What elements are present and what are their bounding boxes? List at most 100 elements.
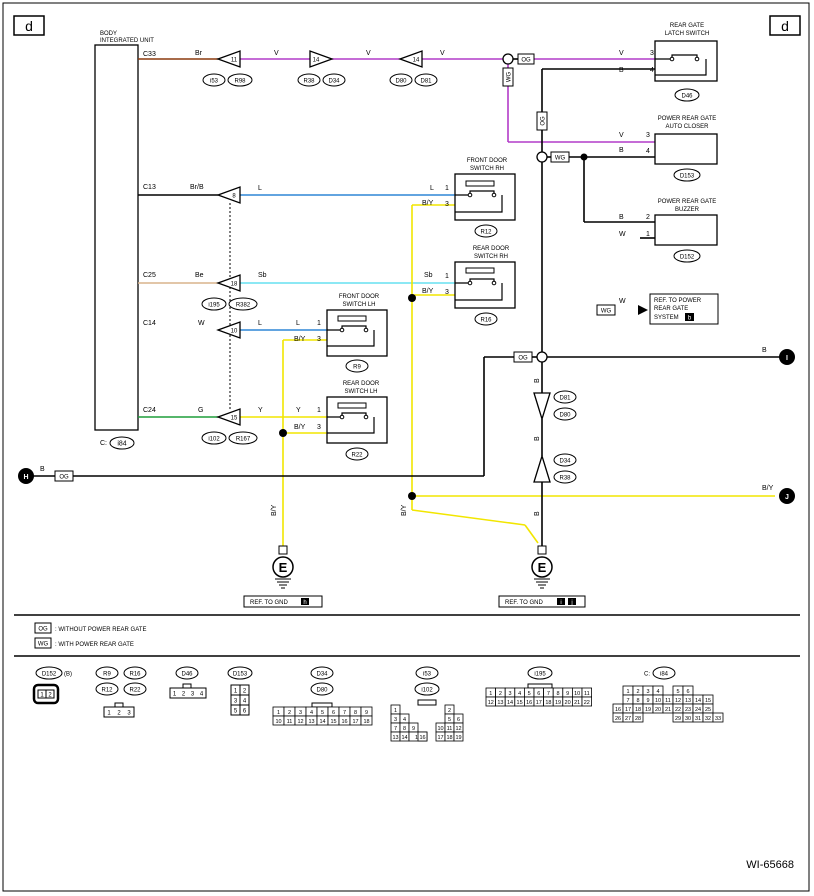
cv-d46-pin-1: 1 [173, 692, 177, 698]
cv-i195-pin-18: 18 [545, 700, 551, 706]
front-lh-title-2: SWITCH LH [343, 302, 376, 308]
ref-to-power-block: WG W REF. TO POWER REAR GATE SYSTEM b [596, 293, 719, 325]
cv-d34-id: D34 [316, 672, 328, 678]
cv-d153-pin-1: 1 [234, 689, 238, 695]
wire-label-l-frontrh: L [430, 185, 434, 192]
wire-label-by-mid-v: B/Y [401, 504, 408, 516]
cv-i195-pin-7: 7 [547, 691, 550, 697]
cv-i84-pin-12: 12 [675, 698, 681, 704]
connector-views: D152 (B) 1 2 R9 R16 R12 R22 1 2 3 D46 1 … [32, 666, 724, 742]
buzzer-title-2: BUZZER [675, 207, 700, 213]
cv-d153-pin-3: 3 [234, 699, 238, 705]
buzzer-title-1: POWER REAR GATE [658, 199, 717, 205]
buzzer-pin-1: 1 [646, 231, 650, 238]
cv-i53-pin-3: 3 [394, 717, 397, 723]
ground-left-letter: E [279, 560, 288, 575]
wire-label-sb1: Sb [258, 272, 267, 279]
wire-label-b-h: B [40, 466, 45, 473]
auto-closer: POWER REAR GATE AUTO CLOSER 3 4 D153 [646, 116, 718, 182]
wire-label-b-closer: B [619, 147, 624, 154]
cv-d34-pin-8: 8 [354, 710, 357, 716]
rear-rh-title-1: REAR DOOR [473, 246, 510, 252]
cv-i84-pin-10: 10 [655, 698, 661, 704]
cv-i195-pin-2: 2 [499, 691, 502, 697]
inline-pin-10: 10 [231, 329, 238, 335]
ground-right: E REF. TO GND i j [498, 545, 586, 608]
cv-d34-pin-12: 12 [297, 719, 303, 725]
cv-i84-pin-22: 22 [675, 707, 681, 713]
cv-i84-pin-31: 31 [695, 716, 701, 722]
wire-label-by-j: B/Y [762, 485, 774, 492]
cv-i195-pin-9: 9 [566, 691, 569, 697]
cv-d153-pin-4: 4 [243, 699, 247, 705]
inline-conn-d81 [533, 392, 551, 422]
conn-id-r167: R167 [236, 437, 251, 443]
cv-d46-id: D46 [181, 672, 193, 678]
rear-rh-id: R16 [480, 318, 492, 324]
pin-c14: C14 [143, 320, 156, 327]
og-tag-4: OG [59, 475, 69, 481]
cv-i53-pin-4: 4 [403, 717, 406, 723]
cv-d34-pin-2: 2 [288, 710, 291, 716]
cv-i53-pin-16: 16 [419, 735, 425, 741]
cv-i84-pin-24: 24 [695, 707, 701, 713]
ground-right-box-2: j [570, 600, 572, 606]
cv-i53-pin-12: 12 [455, 726, 461, 732]
figure-code: WI-65668 [746, 859, 794, 871]
cv-i84-pin-18: 18 [635, 707, 641, 713]
option-tags: OG WG OG WG OG OG [54, 53, 570, 482]
wire-label-l-row4: L [258, 320, 262, 327]
latch-pin-3: 3 [650, 50, 654, 57]
inline-conn-14a [309, 50, 334, 68]
buzzer-id: D152 [680, 255, 695, 261]
cv-i84-pin-16: 16 [615, 707, 621, 713]
ground-right-box-1: i [560, 600, 561, 606]
legend-og-tag: OG [38, 627, 48, 633]
inline-pin-18: 18 [231, 282, 238, 288]
latch-id: D46 [681, 94, 693, 100]
pin-c33: C33 [143, 51, 156, 58]
wire-label-v2: V [366, 50, 371, 57]
cv-i53-pin-6: 6 [457, 717, 460, 723]
cv-i53-pin-19: 19 [455, 735, 461, 741]
conn-id-r38: R38 [303, 79, 315, 85]
cv-i195-pin-8: 8 [556, 691, 559, 697]
wg-tag-1: WG [507, 72, 513, 83]
cv-d153-pin-2: 2 [243, 689, 247, 695]
cv-d34-pin-7: 7 [343, 710, 346, 716]
conn-id-r382: R382 [236, 303, 251, 309]
cv-i195-pin-12: 12 [488, 700, 494, 706]
conn-id-d34-b: D34 [559, 459, 571, 465]
cv-i84-pin-17: 17 [625, 707, 631, 713]
rear-lh-pin-3: 3 [317, 424, 321, 431]
wg-tag-2: WG [555, 156, 566, 162]
rear-rh-pin-1: 1 [445, 273, 449, 280]
cv-d34-pin-6: 6 [332, 710, 335, 716]
cv-d34-pin-13: 13 [308, 719, 314, 725]
cv-i84-pin-15: 15 [705, 698, 711, 704]
wire-label-b-v2: B [534, 436, 541, 441]
body-unit-connector-prefix: C: [100, 440, 107, 447]
inline-conn-18 [216, 274, 241, 292]
front-rh-pin-3: 3 [445, 201, 449, 208]
inline-conn-8 [216, 186, 241, 204]
cv-i53-pin-18: 18 [446, 735, 452, 741]
wire-label-l-row2: L [258, 185, 262, 192]
cv-i84-pin-20: 20 [655, 707, 661, 713]
rear-door-switch-rh: REAR DOOR SWITCH RH 1 3 R16 [445, 246, 516, 326]
ground-left-text: REF. TO GND [250, 600, 288, 606]
cv-i102-id: i102 [421, 688, 433, 694]
closer-title-2: AUTO CLOSER [666, 124, 710, 130]
pin-c13: C13 [143, 184, 156, 191]
cv-r16-id: R16 [129, 672, 141, 678]
legend: OG : WITHOUT POWER REAR GATE WG : WITH P… [34, 622, 146, 649]
ground-right-letter: E [538, 560, 547, 575]
cv-i195-pin-11: 11 [584, 691, 590, 697]
cv-i84-pin-19: 19 [645, 707, 651, 713]
cv-i53-pin-11: 11 [447, 726, 453, 732]
cv-i195-pin-21: 21 [574, 700, 580, 706]
wire-label-b-v3: B [534, 511, 541, 516]
cv-i84-pin-21: 21 [665, 707, 671, 713]
